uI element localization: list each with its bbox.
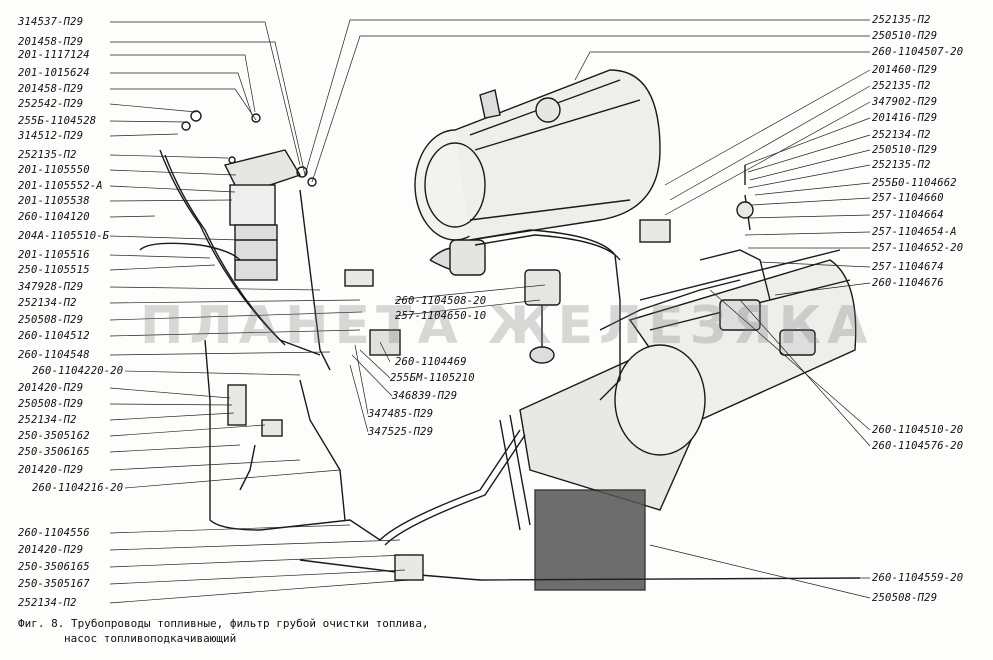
- callout-right-2: 260-1104507-20: [872, 46, 964, 58]
- callout-left-19: 260-1104512: [18, 330, 90, 342]
- callout-right-17: 260-1104510-20: [872, 424, 964, 436]
- callout-center-3: 255БМ-1105210: [390, 372, 475, 384]
- leader-lines: [109, 19, 871, 604]
- callout-left-30: 201420-П29: [18, 544, 84, 556]
- callout-right-0: 252135-П2: [872, 14, 931, 26]
- coarse-fuel-filter: [223, 149, 302, 281]
- callout-left-13: 204А-1105510-Б: [18, 230, 110, 242]
- caption-line-2: насос топливоподкачивающий: [64, 632, 237, 645]
- callout-left-33: 252134-П2: [18, 597, 77, 609]
- callout-left-8: 252135-П2: [18, 149, 77, 161]
- callout-right-14: 257-1104652-20: [872, 242, 964, 254]
- callout-left-14: 201-1105516: [18, 249, 90, 261]
- callout-right-8: 250510-П29: [872, 144, 938, 156]
- callout-left-15: 250-1105515: [18, 264, 90, 276]
- callout-right-12: 257-1104664: [872, 209, 944, 221]
- callout-left-25: 250-3505162: [18, 430, 90, 442]
- callout-left-32: 250-3505167: [18, 578, 90, 590]
- callout-left-17: 252134-П2: [18, 297, 77, 309]
- callout-right-11: 257-1104660: [872, 192, 944, 204]
- callout-left-29: 260-1104556: [18, 527, 90, 539]
- callout-right-1: 250510-П29: [872, 30, 938, 42]
- callout-left-12: 260-1104120: [18, 211, 90, 223]
- callout-left-20: 260-1104548: [18, 349, 90, 361]
- callout-left-10: 201-1105552-А: [18, 180, 103, 192]
- upper-fuel-tank: [414, 69, 661, 276]
- callout-left-27: 201420-П29: [18, 464, 84, 476]
- callout-left-1: 201458-П29: [18, 36, 84, 48]
- callout-right-7: 252134-П2: [872, 129, 931, 141]
- callout-right-16: 260-1104676: [872, 277, 944, 289]
- callout-right-10: 255Б0-1104662: [872, 177, 957, 189]
- callout-left-18: 250508-П29: [18, 314, 84, 326]
- callout-left-31: 250-3506165: [18, 561, 90, 573]
- lower-fuel-tank: [499, 249, 857, 591]
- callout-right-3: 201460-П29: [872, 64, 938, 76]
- callout-center-4: 346839-П29: [392, 390, 458, 402]
- callout-left-26: 250-3506165: [18, 446, 90, 458]
- callout-right-6: 201416-П29: [872, 112, 938, 124]
- callout-center-2: 260-1104469: [395, 356, 467, 368]
- callout-center-0: 260-1104508-20: [395, 295, 487, 307]
- fuel-transfer-pump: [369, 269, 561, 364]
- callout-left-6: 255Б-1104528: [18, 115, 97, 127]
- callout-right-18: 260-1104576-20: [872, 440, 964, 452]
- callout-center-6: 347525-П29: [368, 426, 434, 438]
- callout-right-19: 260-1104559-20: [872, 572, 964, 584]
- watermark-text: ПЛАНЕТА ЖЕЛЕЗЯКА: [140, 296, 874, 356]
- fuel-pipelines: [139, 149, 861, 581]
- figure-caption: Фиг. 8. Трубопроводы топливные, фильтр г…: [18, 616, 429, 646]
- callout-left-22: 201420-П29: [18, 382, 84, 394]
- callout-right-9: 252135-П2: [872, 159, 931, 171]
- callout-left-21: 260-1104220-20: [32, 365, 124, 377]
- callout-right-20: 250508-П29: [872, 592, 938, 604]
- callout-left-24: 252134-П2: [18, 414, 77, 426]
- callout-left-5: 252542-П29: [18, 98, 84, 110]
- callout-right-15: 257-1104674: [872, 261, 944, 273]
- caption-line-1: Фиг. 8. Трубопроводы топливные, фильтр г…: [18, 617, 429, 630]
- callout-right-4: 252135-П2: [872, 80, 931, 92]
- fittings-and-clamps: [181, 110, 754, 581]
- callout-left-2: 201-1117124: [18, 49, 90, 61]
- callout-left-0: 314537-П29: [18, 16, 84, 28]
- callout-left-23: 250508-П29: [18, 398, 84, 410]
- callout-left-3: 201-1015624: [18, 67, 90, 79]
- callout-left-9: 201-1105550: [18, 164, 90, 176]
- callout-center-5: 347485-П29: [368, 408, 434, 420]
- callout-center-1: 257-1104650-10: [395, 310, 487, 322]
- callout-left-28: 260-1104216-20: [32, 482, 124, 494]
- callout-right-5: 347902-П29: [872, 96, 938, 108]
- callout-right-13: 257-1104654-А: [872, 226, 957, 238]
- callout-left-4: 201458-П29: [18, 83, 84, 95]
- callout-left-7: 314512-П29: [18, 130, 84, 142]
- callout-left-11: 201-1105538: [18, 195, 90, 207]
- callout-left-16: 347928-П29: [18, 281, 84, 293]
